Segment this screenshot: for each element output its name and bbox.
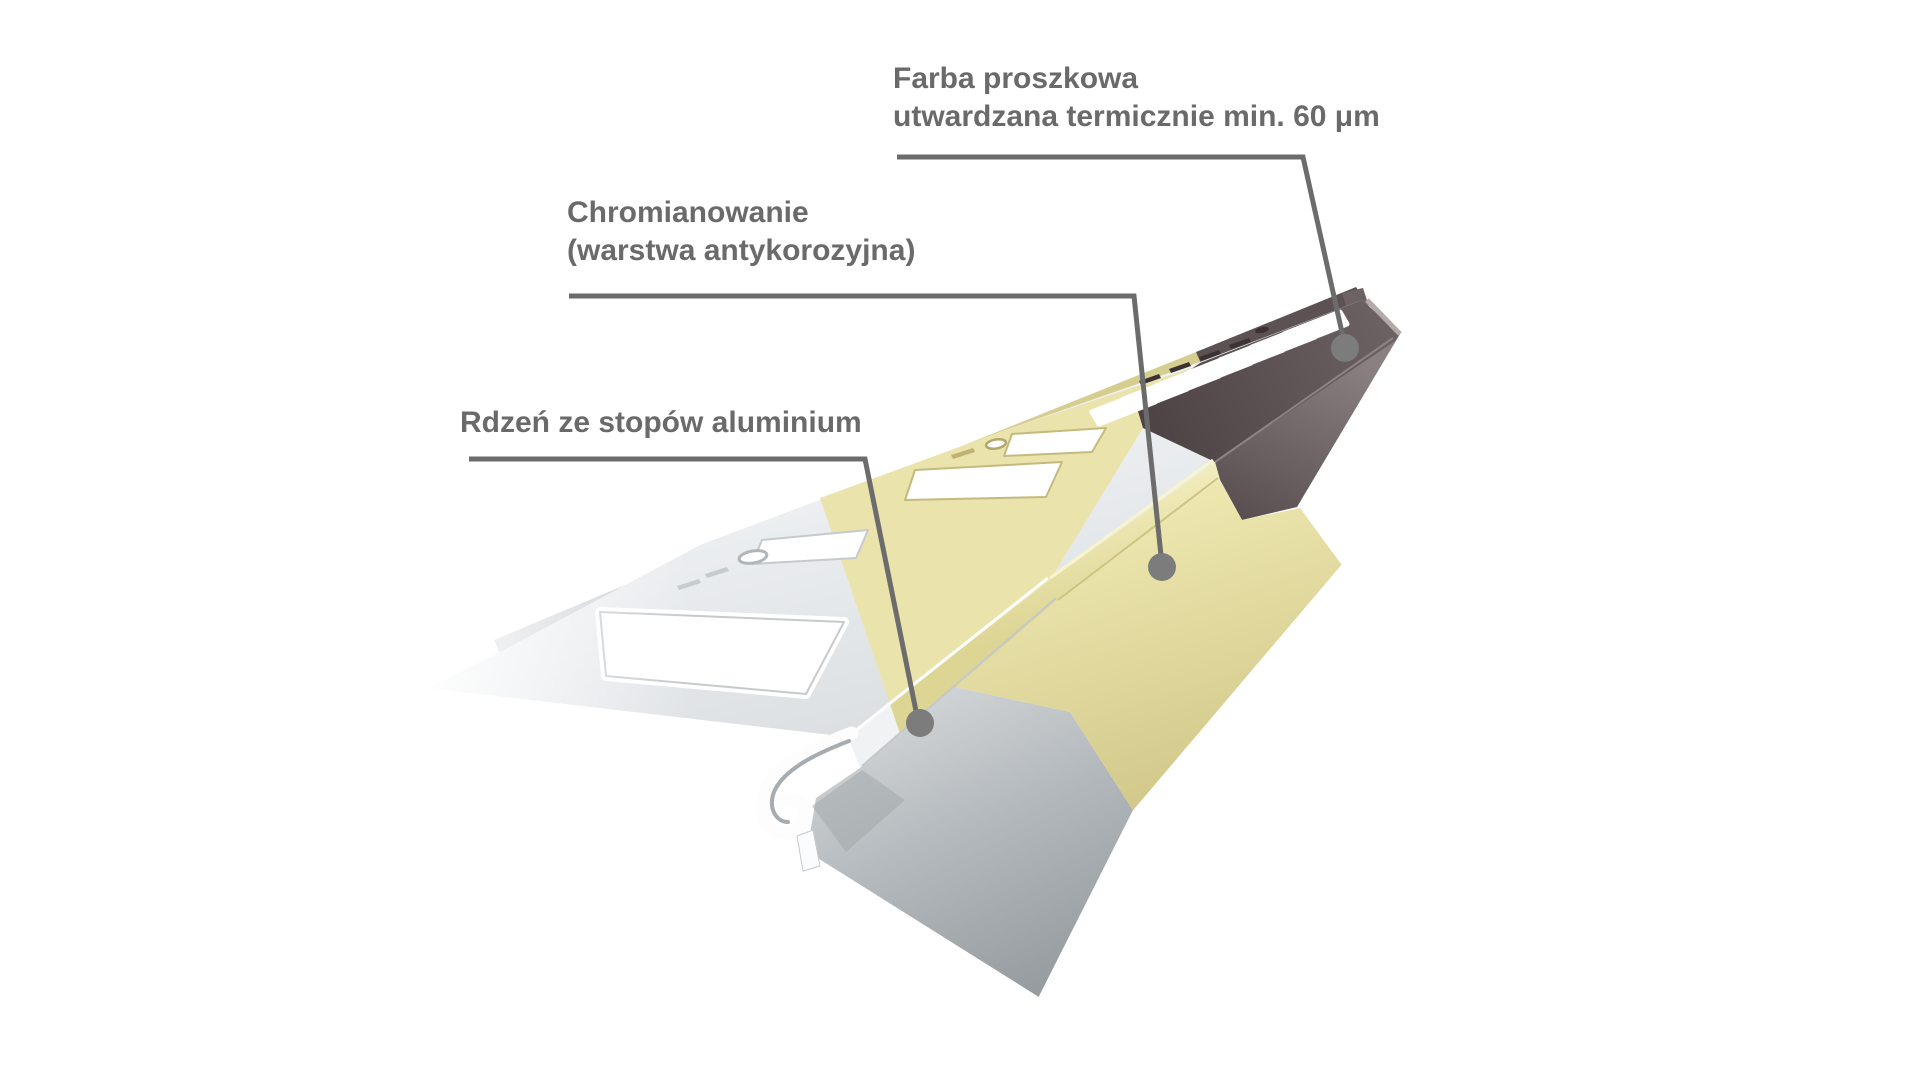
callout-dot-powder-paint <box>1331 334 1359 362</box>
callout-label-line: utwardzana termicznie min. 60 μm <box>893 100 1380 133</box>
screw-hole <box>984 437 1008 451</box>
callout-line-powder-paint <box>897 154 1348 347</box>
callout-label-powder-paint: Farba proszkowa utwardzana termicznie mi… <box>893 60 1380 136</box>
hook-curl-shadow <box>769 739 851 824</box>
aluminum-apron <box>806 687 1136 1005</box>
profile-tip-highlight <box>1365 298 1402 336</box>
chromate-apron <box>955 480 1344 815</box>
screw-hole <box>1255 326 1269 334</box>
callout-label-chromate: Chromianowanie (warstwa antykorozyjna) <box>567 194 915 270</box>
perforation-slot <box>1281 309 1350 349</box>
fold-highlight <box>849 576 1049 737</box>
perforation-slots-chromate <box>904 427 1107 501</box>
fold-highlight <box>1049 458 1214 580</box>
callout-dot-chromate <box>1148 553 1176 581</box>
hook-shadow <box>812 770 905 852</box>
callout-label-line: (warstwa antykorozyjna) <box>567 234 916 267</box>
fold-highlight <box>1214 337 1394 463</box>
mounting-slit <box>1169 362 1191 373</box>
screw-hole <box>737 549 769 565</box>
hook-lower-lip <box>796 829 821 872</box>
perforation-slots-powder <box>1089 309 1350 427</box>
fold-shadow <box>1057 477 1219 601</box>
callout-line-chromate <box>569 293 1165 566</box>
drip-hook-section <box>755 726 905 872</box>
chromate-layer-surface <box>820 365 1200 704</box>
apron-cut-edge <box>801 851 1045 1008</box>
callout-label-line: Chromianowanie <box>567 196 809 229</box>
hook-curl <box>755 726 859 840</box>
callout-lines <box>469 154 1359 737</box>
aluminum-front-face <box>848 704 900 768</box>
callout-dot-aluminum-core <box>906 709 934 737</box>
mounting-slit <box>705 567 729 578</box>
powder-coating-front-face <box>1215 334 1400 520</box>
perforation-slot <box>904 461 1063 501</box>
mounting-slit <box>1229 338 1251 349</box>
profile-body <box>300 287 1402 1080</box>
fold-shadow <box>861 597 1057 767</box>
mounting-slit <box>1199 350 1221 361</box>
callout-label-aluminum-core: Rdzeń ze stopów aluminium <box>460 404 862 442</box>
perforation-slot <box>1003 427 1107 457</box>
callout-label-line: Farba proszkowa <box>893 62 1139 95</box>
callout-label-line: Rdzeń ze stopów aluminium <box>460 406 862 439</box>
left-fade-overlay <box>300 360 700 1080</box>
mounting-slit <box>951 448 975 459</box>
apron-cut-edge <box>1036 564 1348 1007</box>
callout-line-aluminum-core <box>469 456 921 722</box>
